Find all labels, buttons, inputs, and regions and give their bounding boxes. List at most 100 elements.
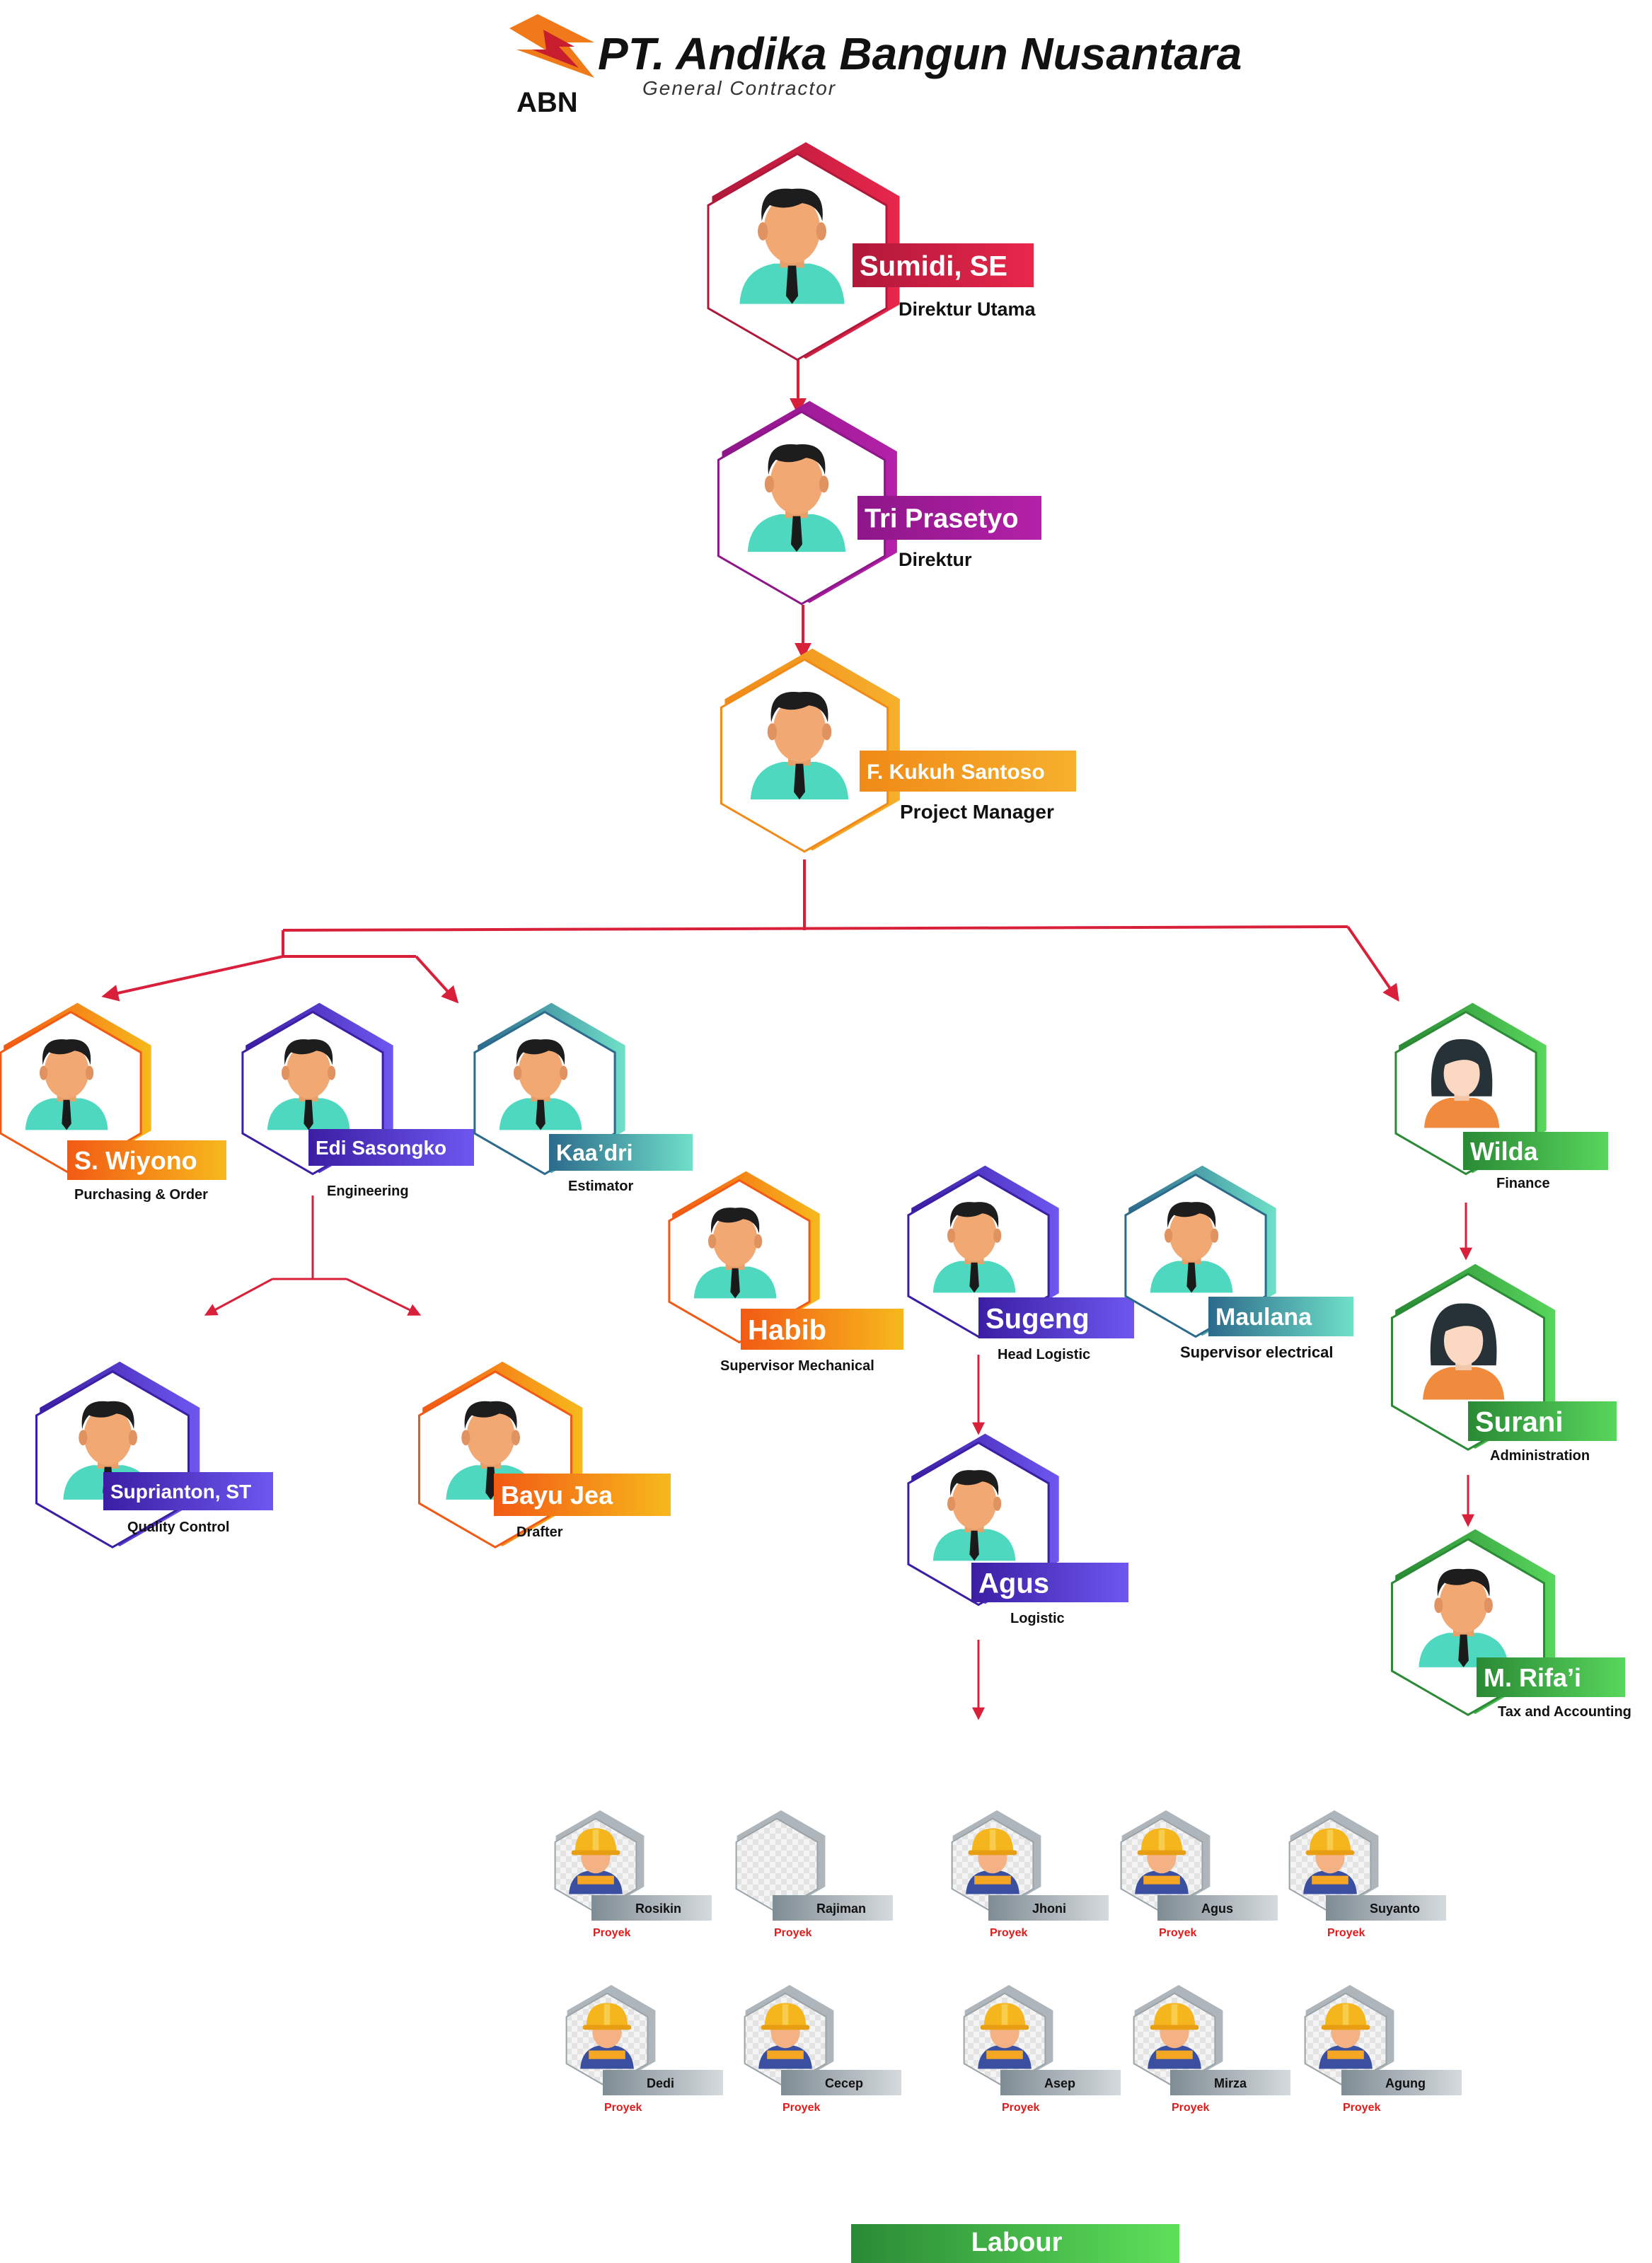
- name-badge: [549, 1134, 693, 1171]
- worker-name: Dedi: [647, 2076, 674, 2090]
- name-badge: [773, 1895, 893, 1921]
- name-badge: [1208, 1297, 1353, 1336]
- workers-layer: RosikinProyekRajimanProyekJhoniProyekAgu…: [554, 1810, 1462, 2114]
- person-name: M. Rifa’i: [1484, 1663, 1581, 1692]
- worker-role: Proyek: [1343, 2102, 1380, 2114]
- man-avatar-icon: [499, 1039, 582, 1130]
- woman-avatar-icon: [1423, 1303, 1505, 1400]
- name-badge: [1157, 1895, 1278, 1921]
- man-avatar-icon: [25, 1039, 108, 1130]
- worker-name: Rajiman: [816, 1902, 866, 1916]
- worker-name: Asep: [1044, 2076, 1075, 2090]
- name-badge: [853, 243, 1034, 287]
- person-name: Suprianton, ST: [110, 1481, 251, 1503]
- man-avatar-icon: [267, 1039, 350, 1130]
- name-badge: [1477, 1657, 1625, 1697]
- person-role: Drafter: [516, 1524, 563, 1540]
- worker-name: Jhoni: [1032, 1902, 1066, 1916]
- name-badge: [741, 1309, 903, 1350]
- worker-avatar-icon: [580, 2003, 634, 2069]
- man-avatar-icon: [932, 1470, 1016, 1561]
- worker-role: Proyek: [1327, 1927, 1365, 1939]
- connector-arrow: [1346, 925, 1399, 1002]
- name-badge: [1463, 1132, 1608, 1170]
- worker-name: Cecep: [825, 2076, 863, 2090]
- woman-avatar-icon: [1424, 1038, 1500, 1128]
- worker-role: Proyek: [774, 1927, 811, 1939]
- person-role: Head Logistic: [998, 1347, 1090, 1362]
- name-badge: [494, 1474, 671, 1516]
- logo-abn-text: ABN: [516, 87, 578, 118]
- person-name: Agus: [978, 1568, 1049, 1599]
- connector-line: [282, 925, 1348, 932]
- worker-avatar-icon: [1135, 1828, 1189, 1894]
- person-role: Purchasing & Order: [74, 1187, 208, 1203]
- person-role: Finance: [1496, 1176, 1550, 1191]
- name-badge: [860, 751, 1076, 792]
- person-name: Wilda: [1470, 1137, 1539, 1166]
- name-badge: [103, 1472, 273, 1510]
- person-card-suprianton: Suprianton, ST Quality Control: [35, 1361, 273, 1549]
- name-badge: [988, 1895, 1109, 1921]
- person-role: Supervisor Mechanical: [720, 1358, 874, 1374]
- person-name: S. Wiyono: [74, 1146, 197, 1175]
- person-name: Edi Sasongko: [316, 1137, 446, 1159]
- man-avatar-icon: [932, 1202, 1016, 1293]
- labour-bar-bg: [851, 2224, 1179, 2263]
- connector-arrow: [415, 955, 459, 1004]
- person-role: Administration: [1490, 1448, 1590, 1464]
- person-name: Sumidi, SE: [860, 250, 1007, 282]
- worker-name: Suyanto: [1370, 1902, 1420, 1916]
- name-badge: [1326, 1895, 1446, 1921]
- worker-name: Agung: [1385, 2076, 1426, 2090]
- man-avatar-icon: [1150, 1202, 1233, 1293]
- worker-avatar-icon: [758, 2003, 812, 2069]
- person-name: Habib: [748, 1314, 826, 1345]
- name-badge: [308, 1129, 474, 1166]
- person-name: Tri Prasetyo: [865, 504, 1019, 534]
- person-role: Quality Control: [127, 1520, 229, 1535]
- worker-role: Proyek: [593, 1927, 630, 1939]
- person-role: Direktur Utama: [899, 299, 1036, 320]
- connector-arrow: [204, 1278, 273, 1316]
- worker-avatar-icon: [1148, 2003, 1201, 2069]
- worker-name: Agus: [1201, 1902, 1233, 1916]
- worker-avatar-icon: [978, 2003, 1032, 2069]
- name-badge: [1170, 2070, 1290, 2095]
- name-badge: [1000, 2070, 1121, 2095]
- worker-role: Proyek: [1172, 2102, 1209, 2114]
- company-name: PT. Andika Bangun Nusantara: [598, 28, 1242, 79]
- name-badge: [591, 1895, 712, 1921]
- man-avatar-icon: [747, 444, 846, 552]
- name-badge: [603, 2070, 723, 2095]
- person-name: Maulana: [1215, 1304, 1312, 1331]
- name-badge: [1468, 1401, 1617, 1441]
- name-badge: [978, 1297, 1134, 1338]
- person-name: Bayu Jea: [501, 1481, 613, 1510]
- company-header: ABN PT. Andika Bangun Nusantara General …: [509, 14, 1242, 118]
- person-card-sumidi: Sumidi, SE Direktur Utama: [707, 142, 1036, 361]
- worker-role: Proyek: [604, 2102, 642, 2114]
- person-role: Tax and Accounting: [1498, 1704, 1631, 1720]
- worker-name: Mirza: [1214, 2076, 1247, 2090]
- person-role: Direktur: [899, 549, 972, 570]
- man-avatar-icon: [739, 188, 845, 304]
- person-role: Estimator: [568, 1179, 633, 1194]
- worker-role: Proyek: [1159, 1927, 1196, 1939]
